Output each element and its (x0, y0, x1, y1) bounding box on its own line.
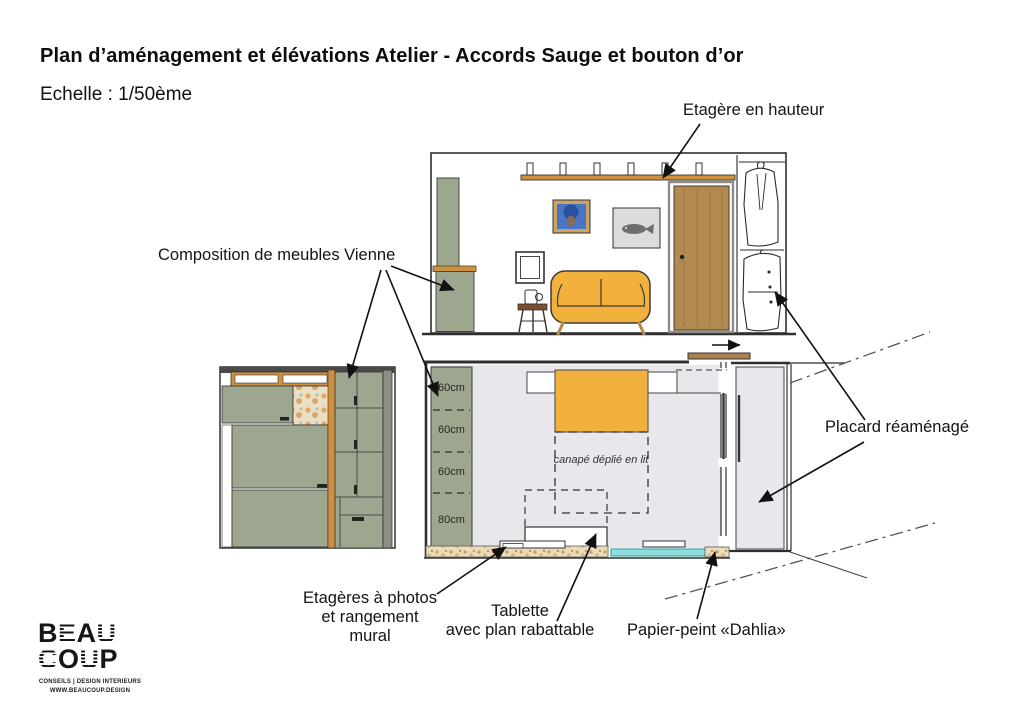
picture-empty-frame (515, 251, 545, 284)
logo-tagline-line: CONSEILS | DESIGN INTERIEURS (38, 678, 142, 685)
composition-drawing (219, 366, 396, 549)
label-closet: Placard réaménagé (825, 418, 970, 436)
logo-tagline: CONSEILS | DESIGN INTERIEURS WWW.BEAUCOU… (38, 678, 142, 696)
label-furniture-composition: Composition de meubles Vienne (158, 246, 396, 264)
section-lines (664, 331, 936, 600)
door-niche (718, 536, 728, 549)
arrow-tablet (556, 533, 597, 622)
label-high-shelf: Etagère en hauteur (683, 101, 825, 119)
page-title: Plan d’aménagement et élévations Atelier… (40, 45, 744, 67)
measurement-60-3: 60cm (438, 466, 465, 478)
arrow-composition-elevation (390, 265, 455, 292)
placard-area (735, 364, 792, 551)
sliding-door-elevation (667, 180, 735, 334)
arrow-shelf (662, 123, 701, 179)
beaucoup-logo: BEAU COUP CONSEILS | DESIGN INTERIEURS W… (38, 618, 158, 696)
arrow-composition-plan (385, 269, 439, 397)
side-panel (382, 369, 393, 549)
plan-photo-shelf (499, 540, 566, 549)
logo-word-beau: BEAU (38, 618, 117, 648)
hanger-hook (756, 161, 765, 169)
plan-bed-outline (554, 431, 649, 514)
arrow-closet-elevation (774, 291, 866, 421)
door-handle-dot (679, 254, 685, 260)
sliding-door-plan (687, 352, 751, 360)
door-niche (718, 458, 728, 467)
scale-note: Echelle : 1/50ème (40, 84, 193, 105)
arrow-wallpaper (696, 551, 718, 620)
picture-portrait (552, 199, 591, 234)
elevation-drawing (422, 152, 796, 336)
logo-word-coup: COUP (38, 643, 119, 674)
floral-panel (292, 385, 330, 426)
mug (524, 289, 543, 305)
wall-strip-end (704, 546, 730, 558)
label-wallpaper: Papier-peint «Dahlia» (627, 621, 786, 639)
logo-website: WWW.BEAUCOUP.DESIGN (49, 687, 131, 694)
measurement-80: 80cm (438, 514, 465, 526)
plan-photo-shelf-small (502, 543, 524, 549)
plan-sofa (554, 369, 649, 433)
cabinet-column (334, 371, 384, 549)
door-niche (718, 368, 728, 394)
wood-upright (327, 369, 336, 549)
cabinet-door (231, 489, 329, 548)
label-tablet: Tablette avec plan rabattable (445, 602, 595, 640)
cabinet-door (221, 385, 294, 424)
arrow-composition-drawing (346, 269, 382, 379)
measurement-60-1: 60cm (438, 382, 465, 394)
stool (517, 303, 548, 333)
plan-wall-shelf-right (642, 540, 686, 548)
arrow-photo-shelves (436, 546, 507, 595)
coat-closet (736, 155, 785, 332)
label-photo-shelves: Etagères à photos et rangement mural (303, 589, 437, 646)
plan-cabinet-strip (430, 366, 473, 549)
arrow-closet-plan (758, 441, 865, 503)
sofa-elevation (550, 270, 651, 336)
floor-plan (424, 339, 845, 559)
bed-note: canapé déplié en lit (553, 454, 649, 466)
cabinet-door (231, 424, 329, 489)
measurement-60-2: 60cm (438, 424, 465, 436)
wallpaper-strip (610, 548, 706, 557)
picture-fish (612, 207, 661, 249)
annotation-arrows (346, 123, 866, 622)
